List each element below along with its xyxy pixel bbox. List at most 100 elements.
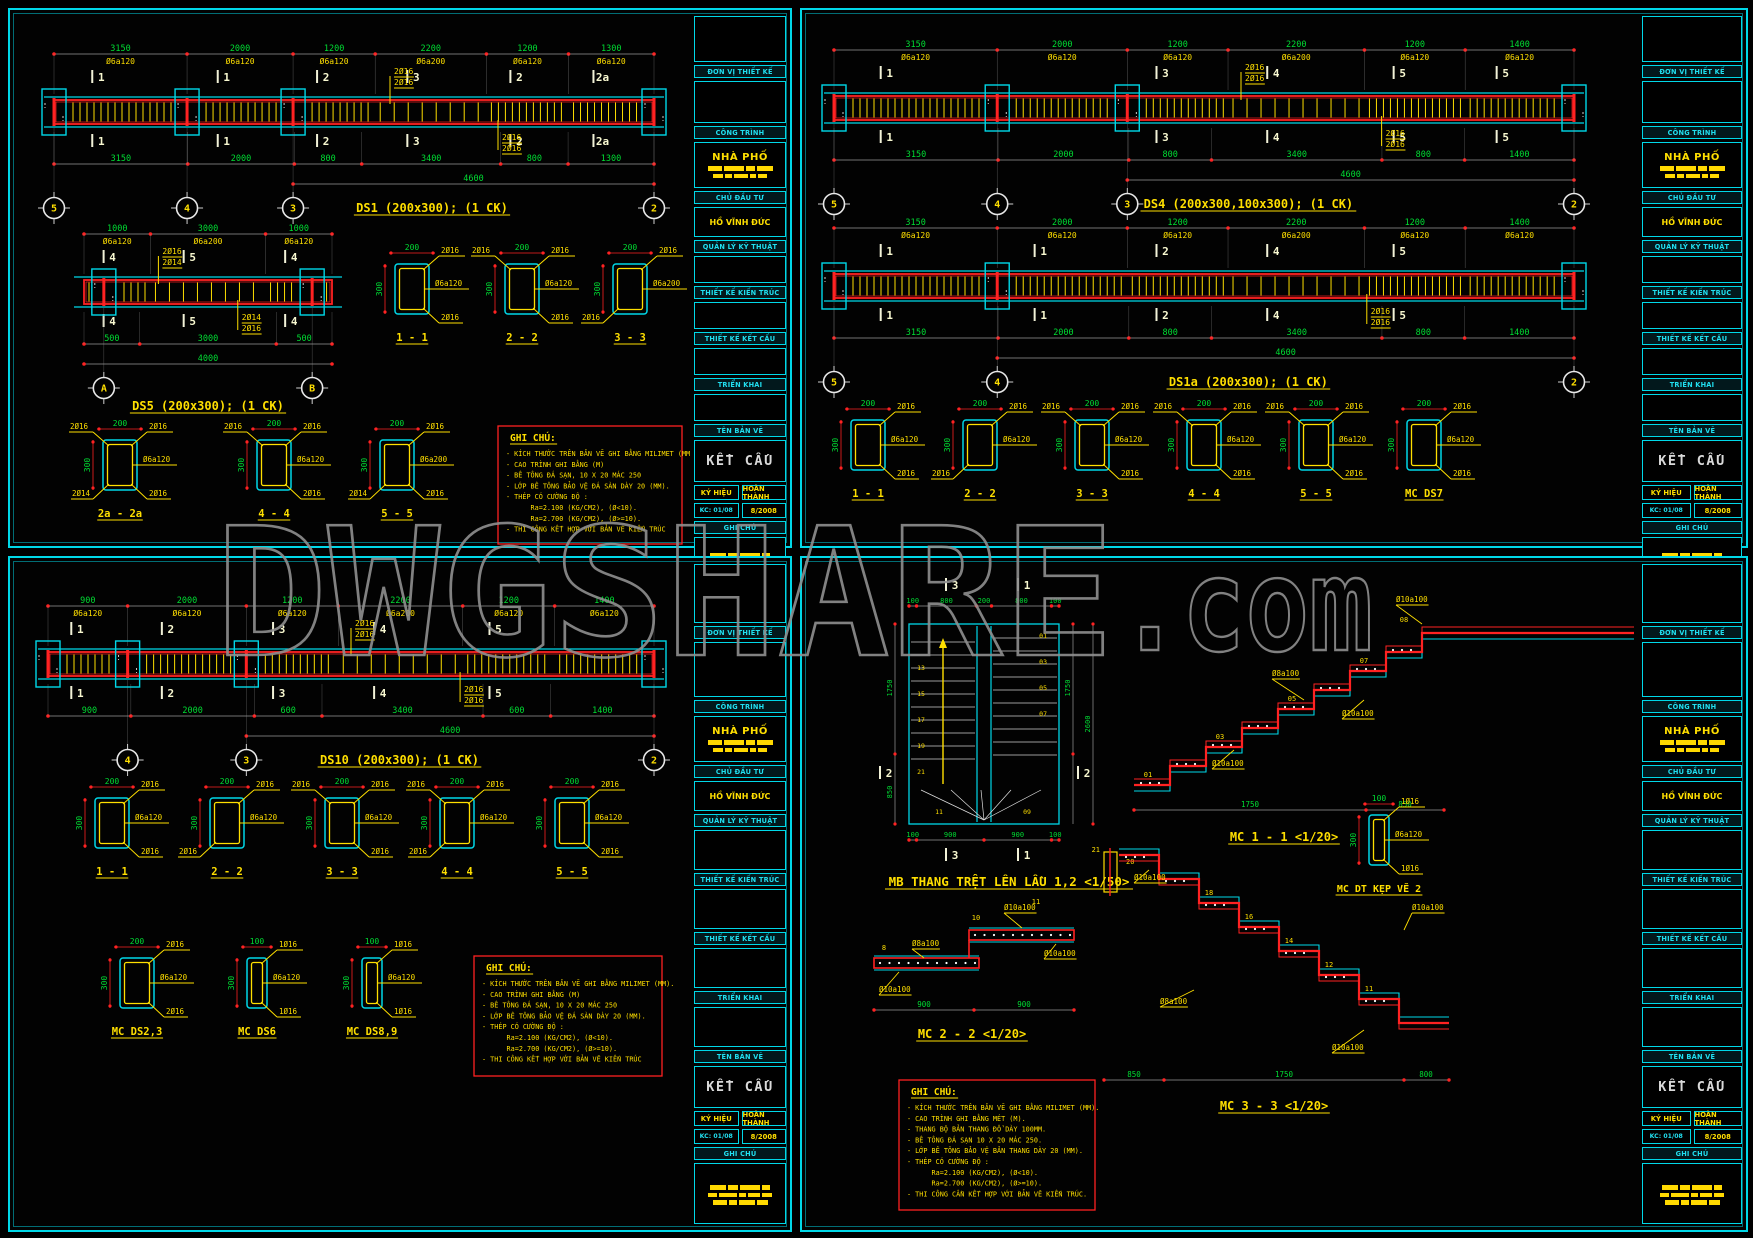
title-block-cell	[1642, 16, 1742, 62]
section-title: 2 - 2	[506, 332, 538, 344]
stair-outline	[1134, 638, 1634, 792]
dim-label: 1400	[1509, 150, 1529, 160]
grid-bubble	[985, 370, 1009, 394]
drawing-shape	[1326, 411, 1344, 427]
dim-label: 1400	[1509, 218, 1529, 228]
drawing-shape	[1033, 244, 1036, 257]
drawing-shape	[406, 134, 409, 147]
drawing-shape	[156, 945, 160, 949]
drawing-shape	[974, 604, 979, 608]
section-marker: 4	[1273, 131, 1280, 144]
drawing-shape	[246, 431, 264, 447]
drawing-shape	[1447, 1078, 1451, 1082]
dim-label: 1200	[1405, 218, 1425, 228]
drawing-shape	[245, 440, 249, 444]
drawing-shape	[182, 314, 185, 327]
dim-label: 2000	[1053, 150, 1073, 160]
rebar-dot	[916, 961, 920, 965]
step-number: 8	[882, 944, 886, 952]
drawing-shape	[260, 949, 278, 965]
rebar-dot	[973, 961, 977, 965]
stirrup-label: Ø6a120	[297, 455, 325, 464]
section-marker: 2a	[596, 135, 609, 148]
stirrup-label: Ø6a120	[278, 608, 307, 618]
dim-label: 100	[1049, 597, 1062, 605]
stair-band	[1134, 631, 1634, 787]
drawing-shape	[1335, 407, 1339, 411]
section-title: 2 - 2	[964, 488, 996, 500]
step-number: 17	[917, 716, 925, 724]
stirrup-label: Ø6a120	[226, 56, 255, 66]
stirrup-label: Ø6a120	[388, 973, 416, 982]
section-title: 3 - 3	[614, 332, 646, 344]
footer-label: HOÀN THÀNH	[1693, 485, 1742, 501]
rebar-callout: 1Ø16	[394, 1007, 413, 1016]
grid-bubble-label: 4	[994, 200, 1000, 211]
dim-label: 1000	[107, 224, 127, 234]
dim-label: 200	[130, 937, 145, 946]
stirrup-label: Ø6a120	[103, 236, 132, 246]
grid-bubble-label: 2	[1571, 378, 1577, 389]
rebar-dot	[973, 933, 977, 937]
note-line: Ra=2.700 (KG/CM2), (Ø>=10).	[482, 1045, 617, 1053]
redacted-text-blocks	[707, 740, 773, 745]
dim-label: 800	[1419, 1070, 1433, 1079]
title-block-label: ĐƠN VỊ THIẾT KẾ	[694, 65, 786, 78]
dim-label: 3400	[392, 706, 412, 716]
grid-bubble	[985, 192, 1009, 216]
dim-label: 900	[917, 1000, 931, 1009]
drawing-shape	[429, 789, 447, 805]
note-line: - THI CÔNG KẾT HỢP VỚI BẢN VẼ KIẾN TRÚC	[482, 1054, 642, 1063]
title-block-label: TÊN BẢN VẼ	[694, 424, 786, 437]
section-marker: 3	[279, 623, 286, 636]
drawing-shape	[582, 789, 600, 805]
dim-label: 300	[305, 816, 314, 831]
drawing-shape	[91, 70, 94, 83]
dim-label: 1750	[1275, 1070, 1294, 1079]
drawing-shape	[319, 785, 323, 789]
rebar-dot	[935, 961, 939, 965]
title-block-label: QUẢN LÝ KỸ THUẬT	[1642, 240, 1742, 253]
title-block-cell	[1642, 394, 1742, 421]
rebar-callout: 2Ø16	[932, 469, 951, 478]
section-marker: 4	[380, 687, 387, 700]
drawing-shape	[493, 310, 497, 314]
drawing-shape	[1064, 411, 1082, 427]
stirrup-label: Ø6a120	[106, 56, 135, 66]
drawing-shape	[607, 251, 611, 255]
rebar-dot	[1373, 999, 1377, 1003]
drawing-name: KẾT CẤU	[706, 1079, 774, 1095]
section-title: MC DS8,9	[347, 1026, 398, 1038]
rebar-callout: 2Ø16	[441, 246, 460, 255]
beam-title: DS10 (200x300); (1 CK)	[320, 753, 479, 767]
drawing-shape	[649, 251, 653, 255]
drawing-shape	[1266, 66, 1269, 79]
drawing-shape	[945, 848, 947, 861]
section-title: MC 1 - 1 <1/20>	[1230, 830, 1338, 844]
note-line: Ra=2.700 (KG/CM2), (Ø>=10).	[907, 1180, 1042, 1188]
rebar-callout: 2Ø16	[409, 847, 428, 856]
footer-value: KC: 01/08	[1642, 503, 1691, 518]
drawing-shape	[375, 949, 393, 965]
drawing-shape	[85, 281, 331, 303]
rebar-dot	[1284, 951, 1288, 955]
dim-label: 300	[375, 282, 384, 297]
dim-label: 800	[1162, 150, 1177, 160]
drawing-shape	[83, 279, 333, 305]
drawing-shape	[1102, 463, 1120, 480]
drawing-shape	[845, 407, 849, 411]
redacted-text-blocks	[1664, 1200, 1720, 1205]
step-number: 11	[1365, 985, 1373, 993]
dim-label: 3150	[905, 40, 925, 50]
title-block-cell	[694, 642, 786, 697]
drawing-shape	[602, 307, 620, 324]
dim-label: 2000	[1052, 40, 1072, 50]
step-number: 03	[1216, 733, 1224, 741]
investor-name: HỒ VĨNH ĐỨC	[1661, 791, 1723, 801]
rebar-callout: 2Ø16	[70, 422, 89, 431]
section-marker: 1	[77, 687, 84, 700]
drawing-shape	[493, 264, 497, 268]
title-block-label: CHỦ ĐẦU TƯ	[694, 765, 786, 778]
